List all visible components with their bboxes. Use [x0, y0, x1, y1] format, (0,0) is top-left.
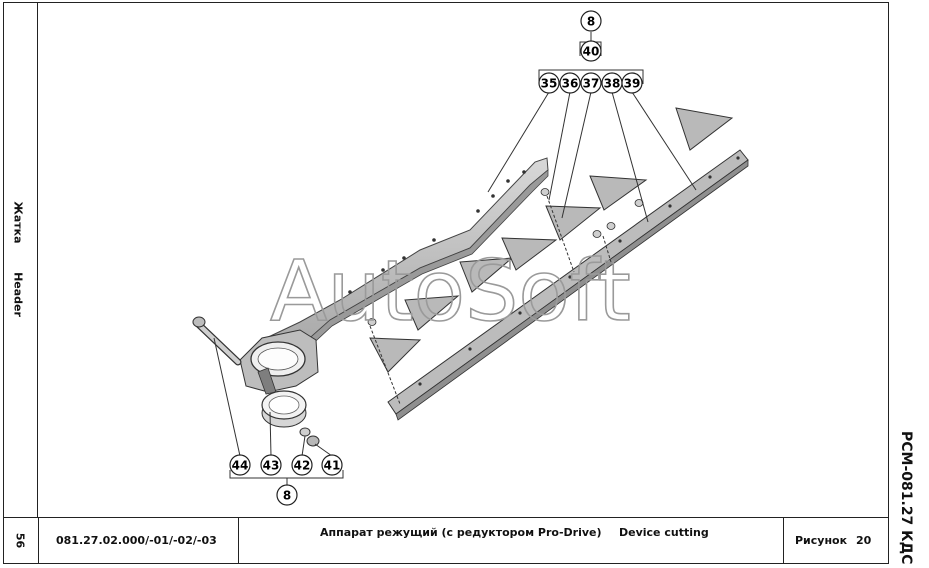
svg-text:36: 36: [562, 77, 579, 91]
washer-nut: [299, 427, 320, 447]
svg-text:35: 35: [541, 77, 558, 91]
bottom-callouts: 44 43 42 41 8: [229, 454, 343, 506]
svg-text:40: 40: [583, 45, 600, 59]
footer-title-block: [3, 517, 889, 564]
bolt: [192, 316, 242, 366]
callout-item: 39: [621, 72, 643, 94]
footer-divider-3: [783, 517, 784, 564]
callout-group: 40: [580, 40, 602, 62]
callout-item: 43: [260, 454, 282, 476]
svg-text:42: 42: [294, 459, 311, 473]
callout-item: 42: [291, 454, 313, 476]
svg-text:8: 8: [587, 15, 595, 29]
footer-divider-1: [38, 517, 39, 564]
callout-item: 37: [580, 72, 602, 94]
svg-text:38: 38: [604, 77, 621, 91]
part-number: 081.27.02.000/-01/-02/-03: [56, 534, 217, 547]
svg-text:43: 43: [263, 459, 280, 473]
bottom-leader-lines: [213, 337, 344, 485]
knife-arm: [260, 157, 549, 353]
clamp-head: [239, 329, 319, 395]
assembly-title-ru: Аппарат режущий (с редуктором Pro-Drive): [320, 526, 602, 539]
callout-item: 36: [559, 72, 581, 94]
rivets: [367, 188, 644, 326]
callout-parent-top: 8: [580, 10, 602, 32]
svg-text:8: 8: [283, 489, 291, 503]
figure-number: 20: [856, 534, 872, 547]
callout-item: 44: [229, 454, 251, 476]
callout-item: 35: [538, 72, 560, 94]
callout-item: 41: [321, 454, 343, 476]
callout-item: 38: [601, 72, 623, 94]
watermark: AutoSoft: [270, 242, 631, 340]
callout-parent-bottom: 8: [276, 484, 298, 506]
left-margin-column: [3, 2, 38, 518]
svg-text:44: 44: [232, 459, 249, 473]
top-leader-lines: [369, 32, 697, 405]
svg-text:39: 39: [624, 77, 641, 91]
knife-back-bar: [387, 149, 749, 421]
figure-label: Рисунок: [795, 534, 848, 547]
footer-divider-2: [238, 517, 239, 564]
top-callouts: 8 40 35 36 37 38 39: [538, 10, 643, 94]
assembly-title-en: Device cutting: [619, 526, 709, 539]
bushing: [261, 390, 307, 428]
svg-text:37: 37: [583, 77, 600, 91]
svg-text:41: 41: [324, 459, 341, 473]
